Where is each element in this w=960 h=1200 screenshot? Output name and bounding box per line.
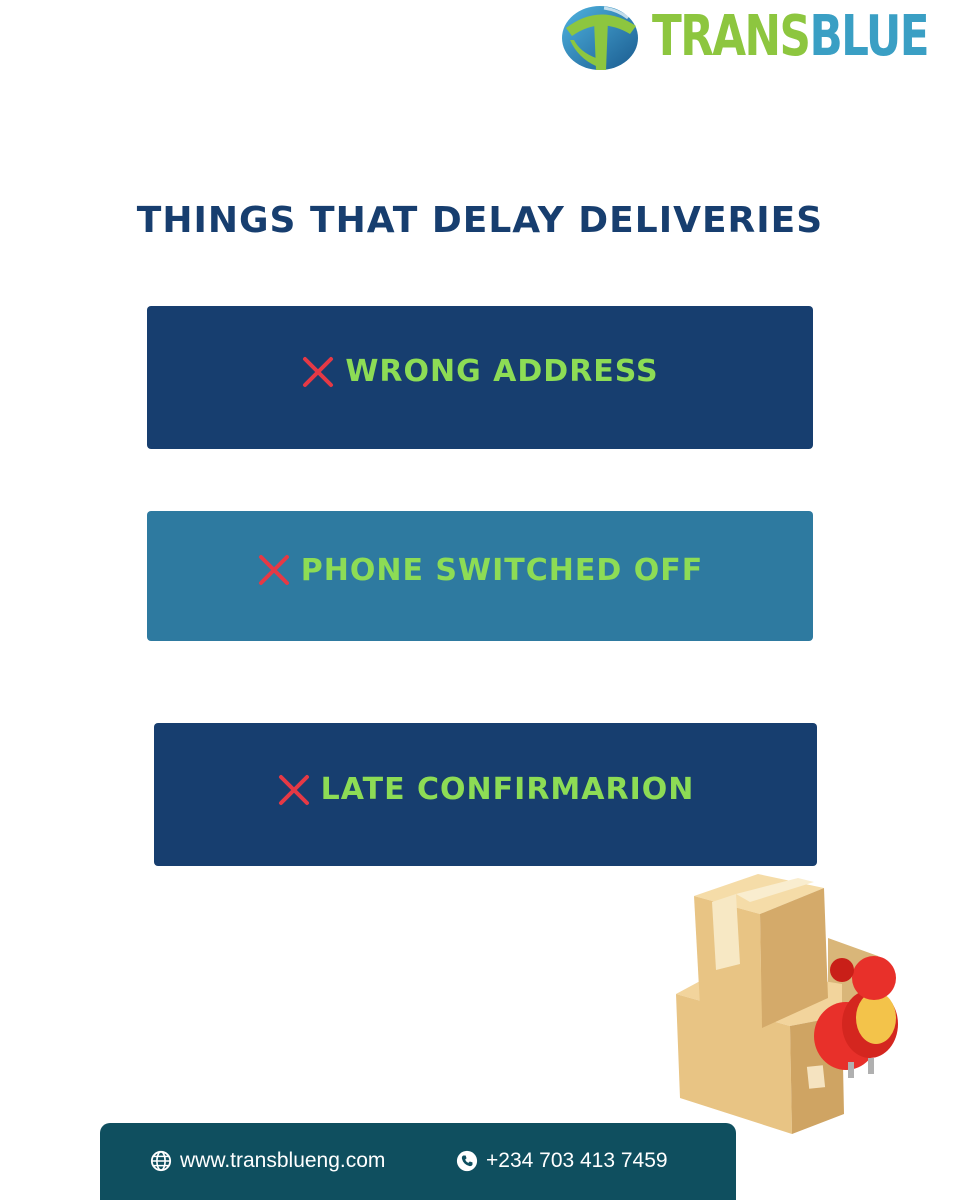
brand-logo: TRANSBLUE: [558, 0, 930, 76]
globe-icon: [150, 1150, 172, 1172]
boxes-with-clock-illustration: [676, 874, 898, 1134]
delay-card-label: WRONG ADDRESS: [345, 354, 659, 389]
phone-link[interactable]: +234 703 413 7459: [456, 1149, 668, 1173]
website-link[interactable]: www.transblueng.com: [150, 1149, 385, 1173]
website-text: www.transblueng.com: [180, 1149, 386, 1172]
delay-card-label: LATE CONFIRMARION: [320, 772, 695, 807]
page-title: THINGS THAT DELAY DELIVERIES: [136, 200, 824, 241]
brand-name: TRANSBLUE: [652, 4, 930, 70]
delay-card-phone-switched-off: PHONE SWITCHED OFF: [147, 511, 813, 641]
delay-card-label: PHONE SWITCHED OFF: [300, 552, 704, 588]
delay-card-wrong-address: WRONG ADDRESS: [147, 306, 813, 449]
x-icon: [303, 356, 334, 387]
brand-name-part2: BLUE: [809, 4, 929, 69]
globe-logo-icon: [562, 6, 638, 70]
delay-card-late-confirmation: LATE CONFIRMARION: [154, 723, 817, 866]
x-icon: [258, 555, 289, 585]
footer-bar: www.transblueng.com +234 703 413 7459: [100, 1123, 736, 1200]
phone-icon: [456, 1150, 478, 1172]
phone-text: +234 703 413 7459: [486, 1149, 668, 1172]
brand-name-part1: TRANS: [652, 4, 811, 69]
x-icon: [278, 774, 309, 805]
